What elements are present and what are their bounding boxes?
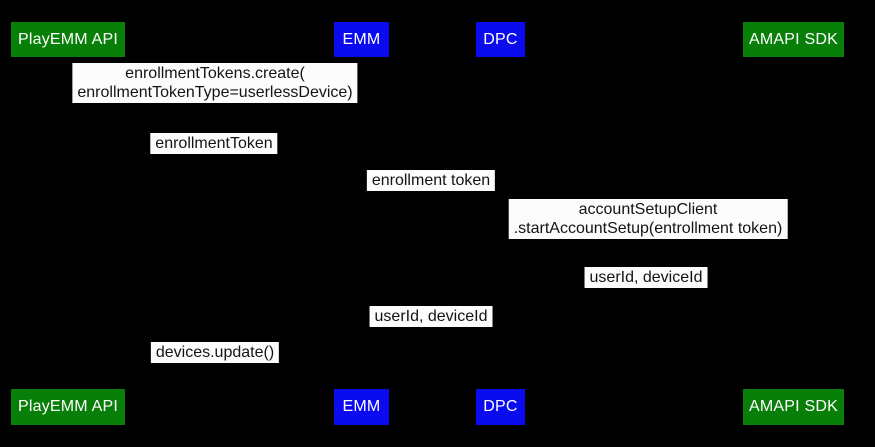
- actor-box-amapi-sdk-top: AMAPI SDK: [743, 22, 844, 57]
- actor-label: DPC: [483, 30, 518, 48]
- actor-box-dpc-bottom: DPC: [476, 389, 525, 425]
- message-line: .startAccountSetup(entrollment token): [513, 220, 783, 237]
- actor-box-dpc-top: DPC: [476, 22, 525, 57]
- actor-label: PlayEMM API: [17, 30, 118, 48]
- message-label-enrollment-token: enrollment token: [366, 170, 496, 191]
- message-label-userid-deviceid-1: userId, deviceId: [584, 267, 708, 288]
- actor-label: DPC: [483, 398, 518, 415]
- actor-box-emm-bottom: EMM: [334, 389, 389, 425]
- message-line: enrollment token: [371, 172, 491, 189]
- message-label-enrollment-token-camel: enrollmentToken: [150, 133, 278, 154]
- message-line: accountSetupClient: [578, 201, 718, 218]
- message-label-enrollment-tokens-create: enrollmentTokens.create( enrollmentToken…: [72, 63, 358, 103]
- actor-box-playemm-api-top: PlayEMM API: [11, 22, 125, 57]
- message-line: devices.update(): [155, 344, 275, 361]
- actor-box-playemm-api-bottom: PlayEMM API: [11, 389, 125, 425]
- message-label-devices-update: devices.update(): [150, 342, 280, 363]
- actor-label: EMM: [342, 398, 381, 415]
- message-line: userId, deviceId: [589, 269, 703, 286]
- actor-label: AMAPI SDK: [749, 398, 838, 415]
- message-line: enrollmentTokens.create(: [125, 65, 305, 82]
- message-label-start-account-setup: accountSetupClient .startAccountSetup(en…: [508, 199, 788, 239]
- message-label-userid-deviceid-2: userId, deviceId: [369, 306, 493, 327]
- actor-box-emm-top: EMM: [334, 22, 389, 57]
- actor-box-amapi-sdk-bottom: AMAPI SDK: [743, 389, 844, 425]
- actor-label: EMM: [342, 30, 381, 48]
- message-line: enrollmentTokenType=userlessDevice): [77, 84, 353, 101]
- actor-label: AMAPI SDK: [749, 30, 838, 48]
- actor-label: PlayEMM API: [17, 398, 118, 415]
- message-line: enrollmentToken: [155, 135, 273, 152]
- message-line: userId, deviceId: [374, 308, 488, 325]
